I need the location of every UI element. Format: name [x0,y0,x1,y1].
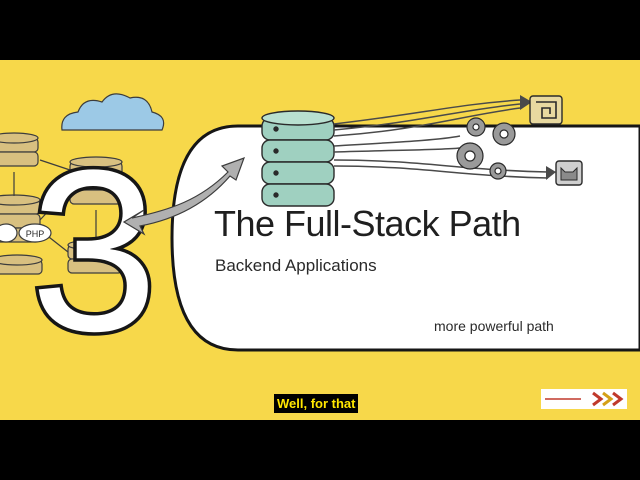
slide-title: The Full-Stack Path [214,203,521,244]
cat-icon [555,160,583,186]
slide-illustration: 3 PHP [0,93,640,383]
slide-tagline: more powerful path [434,318,554,334]
server-stack-icon [261,110,335,207]
maze-icon [529,95,563,125]
slide-subtitle: Backend Applications [215,256,377,275]
subtitle-caption: Well, for that [274,394,359,413]
chevron-arrows-logo [541,389,627,409]
arrow-head-icon [520,95,556,180]
connector-lines [13,159,97,253]
chevron-icon [545,391,624,407]
php-badge: PHP [0,223,52,243]
svg-text:3: 3 [30,122,158,379]
php-badge-label: PHP [26,229,45,239]
pipeline-lines [333,99,549,179]
double-arrow-icon [122,156,246,236]
slide: 3 PHP [0,60,640,420]
gear-icon [456,117,516,180]
cloud-icon [61,93,165,131]
section-number: 3 [27,119,162,383]
